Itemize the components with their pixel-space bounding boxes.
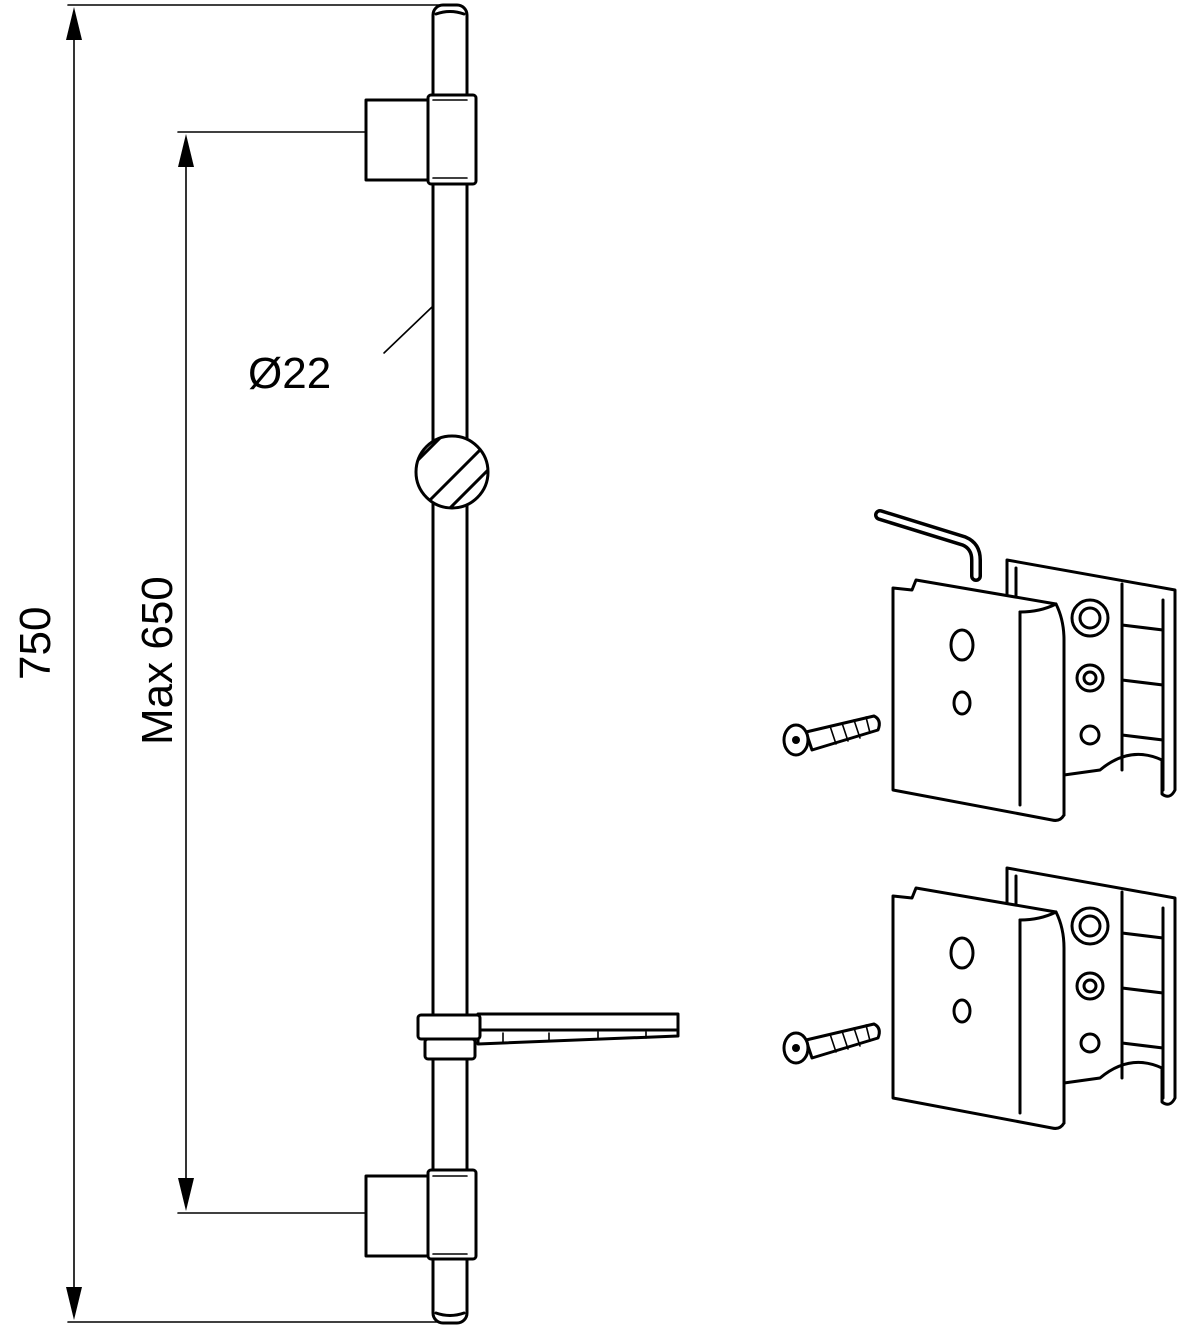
bracket-boss-2 (1075, 971, 1105, 1001)
upper-bracket-arm (364, 98, 430, 182)
rail-bottom-cap (434, 1311, 466, 1317)
lower-wall-bracket (364, 1168, 478, 1261)
bracket-boss-3 (1079, 724, 1101, 746)
arrow-head-upper (178, 134, 194, 167)
bracket-cover (891, 886, 1066, 1130)
arrow-head-bottom (66, 1287, 82, 1320)
rail-top-cap (434, 10, 466, 16)
mounting-bracket-upper (782, 558, 1177, 822)
hex-key-icon (874, 509, 982, 582)
shelf-clamp-top (416, 1013, 482, 1041)
arrow-head-lower (178, 1178, 194, 1211)
mounting-bracket-lower (782, 866, 1177, 1130)
bracket-boss-1 (1070, 906, 1110, 946)
lower-bracket-clamp (426, 1168, 478, 1261)
cover-hole-small (952, 998, 972, 1024)
bracket-boss-3 (1079, 1032, 1101, 1054)
dimension-bar-diameter: Ø22 (248, 284, 456, 398)
bracket-boss-1 (1070, 598, 1110, 638)
screw-lower (782, 1022, 881, 1065)
cover-hole-large (949, 628, 975, 662)
bracket-boss-2 (1075, 663, 1105, 693)
dimension-overall-length: 750 (11, 4, 446, 1323)
bar-diameter-label: Ø22 (248, 349, 331, 398)
mount-spacing-label: Max 650 (133, 576, 182, 745)
cover-hole-small (952, 690, 972, 716)
upper-wall-bracket (364, 93, 478, 186)
dimension-mount-spacing: Max 650 (133, 131, 367, 1214)
upper-bracket-clamp (426, 93, 478, 186)
screw-upper (782, 714, 881, 757)
lower-bracket-arm (364, 1174, 430, 1258)
rail-bar (431, 3, 469, 1325)
cover-hole-large (949, 936, 975, 970)
knob-disc (414, 434, 490, 510)
slider-knob (414, 434, 490, 510)
arrow-head-top (66, 7, 82, 40)
overall-length-label: 750 (11, 607, 60, 680)
bracket-cover (891, 578, 1066, 822)
soap-shelf (416, 1012, 680, 1061)
shelf-clamp-bottom (423, 1037, 477, 1061)
shower-rail (364, 3, 680, 1325)
